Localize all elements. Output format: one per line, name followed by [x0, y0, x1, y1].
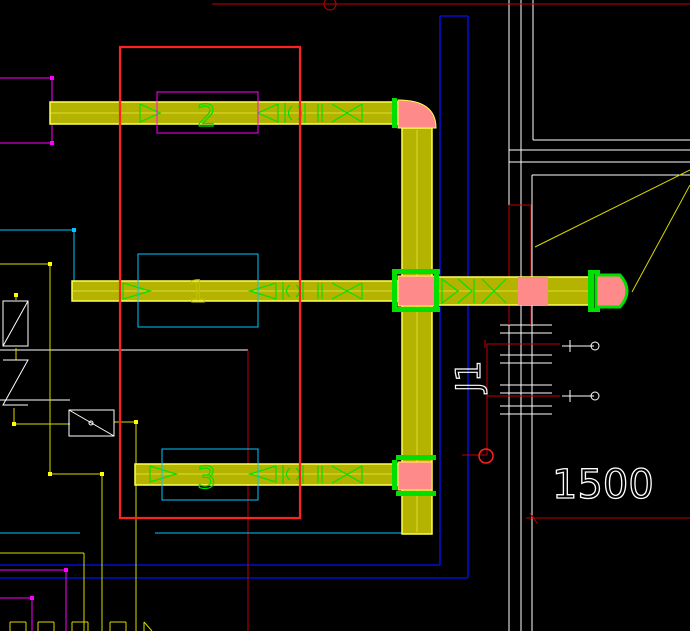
elbow-top[interactable] [397, 99, 437, 129]
duct-flanges [392, 98, 600, 496]
unit-box-upper[interactable] [156, 91, 259, 134]
wiring-nodes [12, 262, 138, 476]
selection-box[interactable] [118, 45, 302, 520]
damper-symbols[interactable] [2, 300, 115, 437]
unit-tag-lower: 3 [197, 461, 216, 496]
riser-marker[interactable] [478, 448, 494, 464]
outlet-cap[interactable] [594, 273, 629, 309]
cyan-lines [0, 229, 420, 534]
yellow-wiring [0, 169, 690, 631]
duct-system[interactable] [49, 98, 629, 535]
tee-bottom[interactable] [397, 461, 433, 491]
unit-tag-upper: 2 [197, 99, 216, 134]
outlet-reducer[interactable] [518, 277, 548, 305]
magenta-nodes [30, 76, 68, 600]
magenta-lines [0, 77, 67, 631]
tee-middle[interactable] [397, 275, 437, 307]
unit-box-middle[interactable] [137, 253, 259, 328]
riser-tag: J1 [449, 360, 489, 394]
red-lines [212, 0, 690, 631]
dimension-label: 1500 [552, 462, 654, 508]
unit-box-lower[interactable] [161, 448, 259, 501]
duct-valves[interactable] [122, 103, 507, 484]
unit-tag-middle: 1 [188, 275, 207, 310]
